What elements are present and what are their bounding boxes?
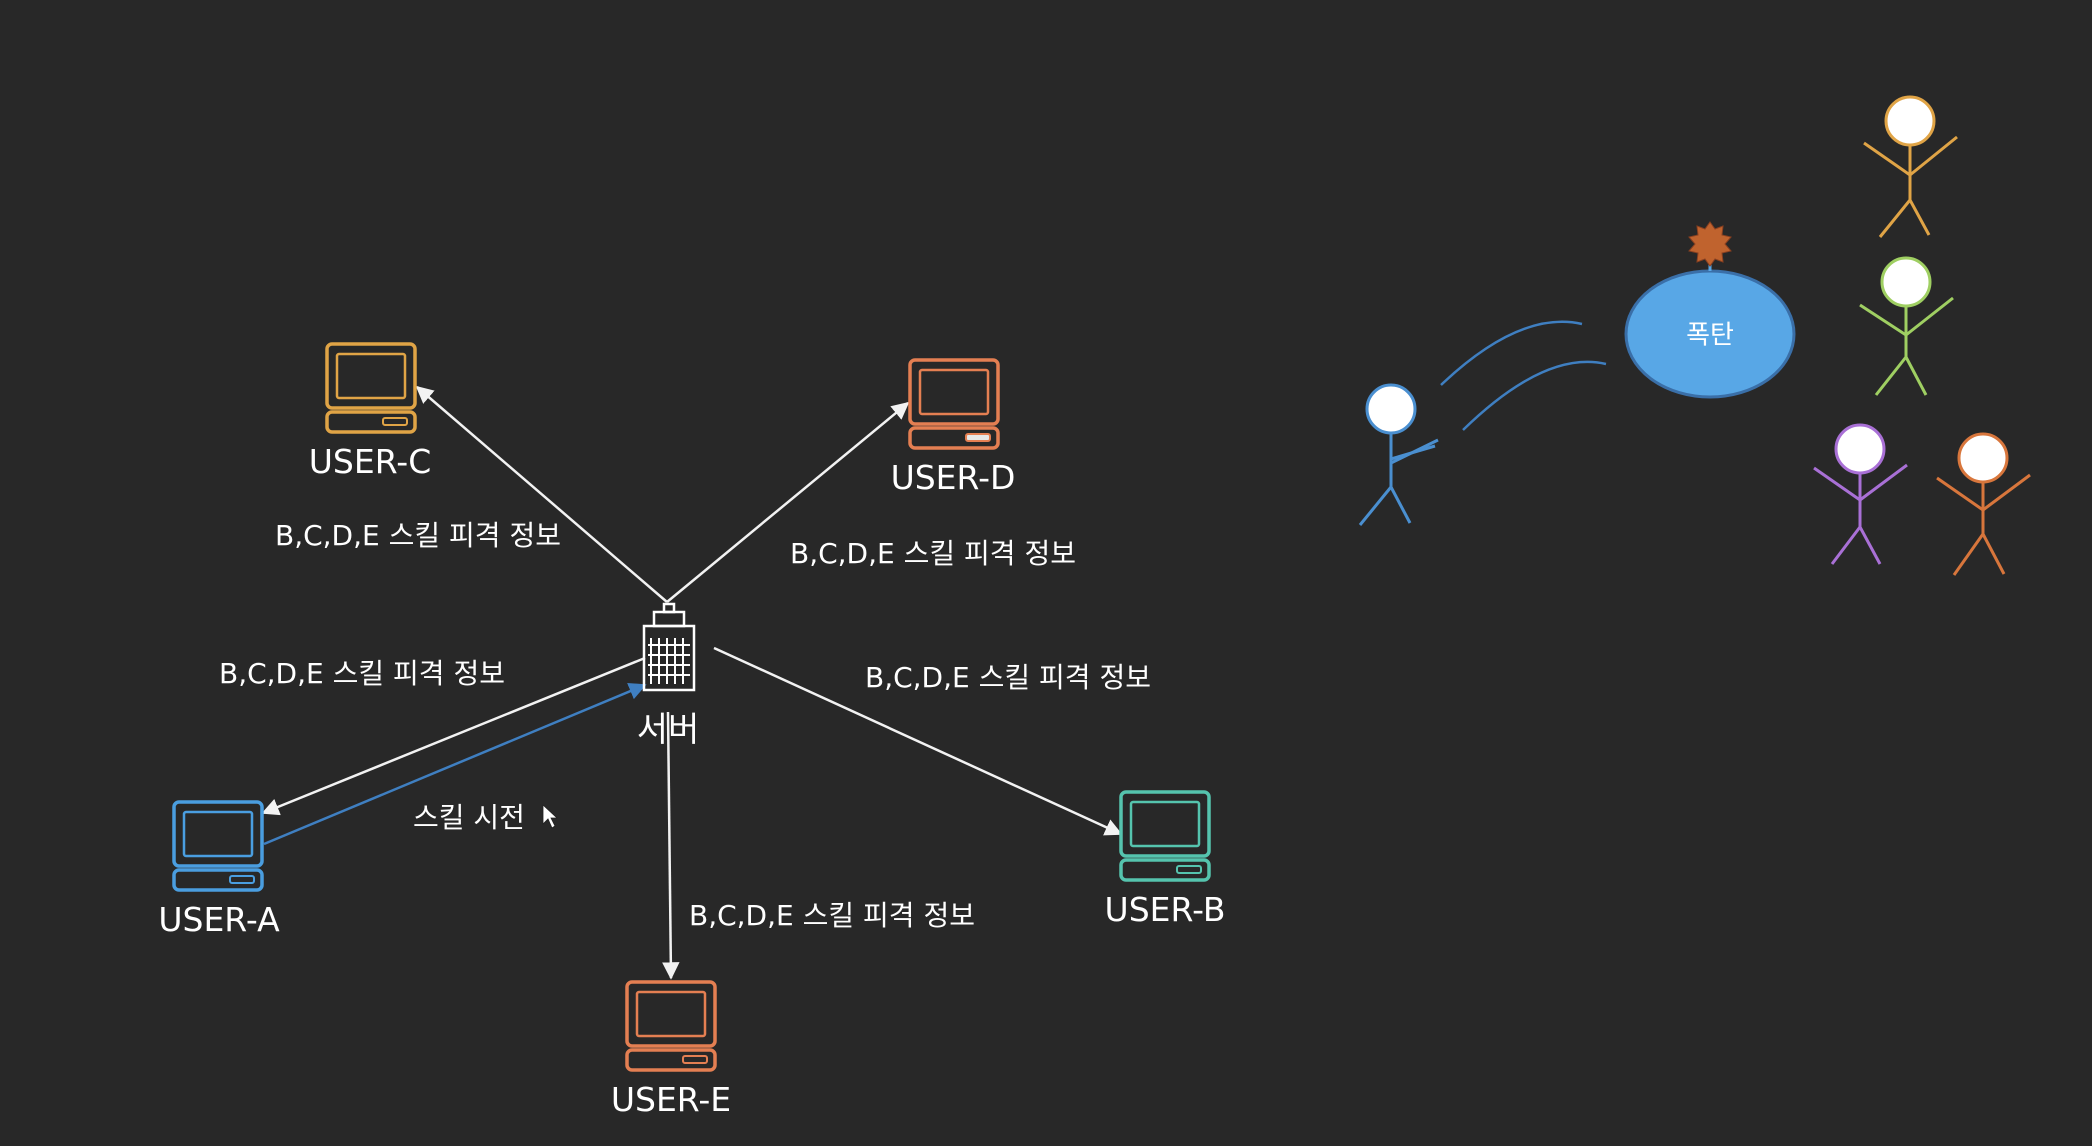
- target-figure-orange: [1863, 95, 1958, 238]
- user-d-label: USER-D: [890, 458, 1016, 497]
- server-label: 서버: [636, 710, 700, 750]
- bomb-label: 폭탄: [1686, 320, 1734, 351]
- user-b-label: USER-B: [1104, 890, 1226, 929]
- edge-label-to-user-e: B,C,D,E 스킬 피격 정보: [689, 899, 975, 932]
- mouse-cursor-icon: [542, 804, 559, 829]
- arrow-server-to-user-c: [415, 385, 668, 603]
- user-e-label: USER-E: [610, 1080, 732, 1119]
- user-c-label: USER-C: [308, 442, 432, 481]
- bomb-icon: [1624, 221, 1796, 399]
- target-figure-purple: [1813, 423, 1908, 565]
- target-figure-brown: [1936, 432, 2031, 576]
- arrow-server-to-user-a: [261, 656, 646, 816]
- edge-label-to-user-d: B,C,D,E 스킬 피격 정보: [790, 537, 1076, 570]
- edge-label-to-user-c: B,C,D,E 스킬 피격 정보: [275, 519, 561, 552]
- throw-motion-line: [1462, 360, 1607, 431]
- arrow-server-to-user-b: [713, 646, 1123, 836]
- computer-icon: [325, 342, 417, 434]
- arrow-server-to-user-e: [662, 711, 680, 980]
- thrower-figure: [1358, 383, 1439, 526]
- computer-icon: [625, 980, 717, 1072]
- computer-icon: [172, 800, 264, 892]
- throw-motion-line: [1440, 320, 1583, 386]
- edge-label-skill-cast: 스킬 시전: [413, 801, 525, 834]
- computer-icon: [908, 358, 1000, 450]
- arrow-user-a-skill-cast: [263, 682, 647, 846]
- arrow-server-to-user-d: [666, 401, 910, 603]
- target-figure-green: [1859, 256, 1954, 396]
- user-a-label: USER-A: [158, 900, 280, 939]
- building-icon: [642, 602, 696, 692]
- edge-label-to-user-a: B,C,D,E 스킬 피격 정보: [219, 657, 505, 690]
- edge-label-to-user-b: B,C,D,E 스킬 피격 정보: [865, 661, 1151, 694]
- computer-icon: [1119, 790, 1211, 882]
